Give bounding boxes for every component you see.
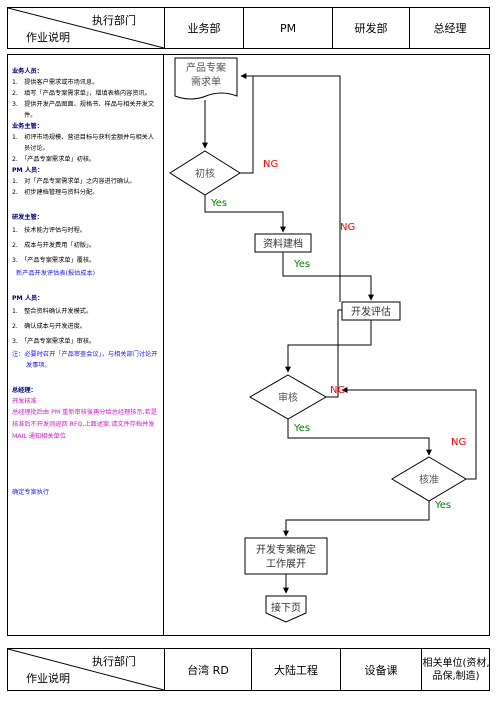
end-label: 接下页 <box>271 601 301 614</box>
col-gm: 总经理 <box>433 22 467 35</box>
yes-label-1: Yes <box>210 198 227 209</box>
ng-label-2: NG <box>340 222 355 233</box>
list-item: 1. 对「产品专案需求单」之内容进行确认。 <box>12 178 136 185</box>
doc-shape <box>174 57 238 100</box>
footer-note: 确定专案执行 <box>12 489 50 496</box>
yes-label-2: Yes <box>293 259 310 270</box>
offpage-connector <box>265 595 307 623</box>
section-title: 研发主管： <box>12 214 43 221</box>
list-item: 2. 「产品专案需求单」初核。 <box>12 156 96 163</box>
section-note: 新产品开发评估表(报估成本) <box>16 270 96 277</box>
desc-label: 作业说明 <box>26 31 70 44</box>
doc-line-1: 产品专案 <box>186 61 226 74</box>
yes-label-3: Yes <box>293 423 310 434</box>
box2-label: 开发评估 <box>351 305 391 318</box>
list-item: 1. 整合资料确认开发模式。 <box>12 308 93 315</box>
col-mainland-eng: 大陆工程 <box>274 663 318 677</box>
box3-line-1: 开发专案确定 <box>256 543 316 556</box>
ng-label-4: NG <box>451 437 466 448</box>
bottom-header-table: 执行部门 作业说明 台湾 RD 大陆工程 设备课 相关单位(资材,品保,制造) <box>7 648 490 691</box>
d2-label: 审核 <box>278 391 298 404</box>
gm-line: 开发核准 <box>12 398 37 405</box>
col-equipment: 设备课 <box>364 663 398 677</box>
yes-label-4: Yes <box>434 500 451 511</box>
list-item: 3. 提供开发产品图面、规格书、样品与相关开发文件。 <box>12 101 155 119</box>
box1-label: 资料建档 <box>263 237 303 250</box>
d3-label: 核准 <box>419 473 439 486</box>
list-item: 3. 「产品专案需求单」覆核。 <box>12 257 96 264</box>
top-header-table: 执行部门 作业说明 业务部 PM 研发部 总经理 <box>7 7 490 49</box>
list-item: 3. 「产品专案需求单」审核。 <box>12 338 96 345</box>
section-title: 业务人员： <box>12 68 43 75</box>
section-title: PM 人员： <box>12 295 44 302</box>
body-frame <box>7 54 490 636</box>
header-diagonal <box>8 649 164 690</box>
col-rd: 研发部 <box>354 22 388 35</box>
col-related-units: 相关单位(资材,品保,制造) <box>422 657 490 682</box>
list-item: 1. 初评市场规模、营运目标与获利金额并与相关人员讨论。 <box>12 134 155 152</box>
gm-line: 总经理批后由 PM 重新审核後再分给总经理核示,若是核准后不开发则退回 RFQ,… <box>12 409 157 440</box>
box-project-confirmed <box>244 537 328 575</box>
ng-label-3: NG <box>330 385 345 396</box>
list-item: 1. 提供客户需求或市场讯息。 <box>12 79 99 86</box>
d1-label: 初核 <box>195 167 215 180</box>
dept-label: 执行部门 <box>92 14 136 27</box>
col-sales: 业务部 <box>187 22 221 35</box>
list-item: 2. 成本与开发费用「初版」。 <box>12 242 96 249</box>
list-item: 1. 技术能力评估与时程。 <box>12 227 86 234</box>
desc-label: 作业说明 <box>26 672 70 685</box>
header-diagonal <box>8 8 164 48</box>
section-title: PM 人员： <box>12 167 44 174</box>
box3-line-2: 工作展开 <box>266 558 306 570</box>
section-title: 总经理： <box>12 387 37 394</box>
ng-label-1: NG <box>263 159 278 170</box>
list-item: 2. 确认成本与开发进度。 <box>12 323 86 330</box>
dept-label: 执行部门 <box>92 655 136 668</box>
list-item: 2. 初步建档管理与资料分配。 <box>12 189 99 196</box>
section-note: 注：必要时召开「产品审查会议」，与相关部门讨论开发事项。 <box>12 351 158 369</box>
section-title: 业务主管： <box>12 123 43 130</box>
list-item: 2. 填写「产品专案需求单」，增填表格内容资讯。 <box>12 90 151 97</box>
description-column: 业务人员： 1. 提供客户需求或市场讯息。 2. 填写「产品专案需求单」，增填表… <box>12 62 160 498</box>
col-pm: PM <box>279 21 297 35</box>
doc-line-2: 需求单 <box>191 76 221 88</box>
col-taiwan-rd: 台湾 RD <box>187 663 229 677</box>
